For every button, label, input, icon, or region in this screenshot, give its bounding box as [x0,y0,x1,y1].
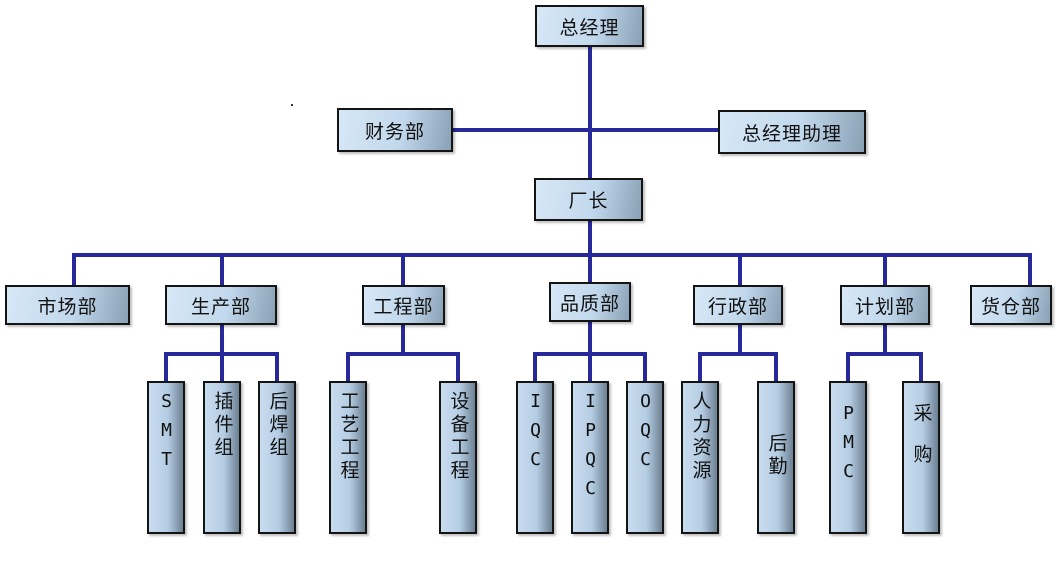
node-post-solder-label: 后焊组 [266,391,289,460]
node-planning[interactable]: 计划部 [840,285,930,325]
stray-dot [291,104,293,106]
node-logistics-label: 后勤 [765,433,788,479]
node-logistics[interactable]: 后勤 [757,381,795,534]
node-ipqc[interactable]: IPQC [571,381,609,534]
node-hr-label: 人力资源 [689,391,712,483]
node-purchasing-label: 采购 [910,403,933,485]
node-iqc[interactable]: IQC [516,381,554,534]
node-smt[interactable]: SMT [147,381,185,534]
node-smt-label: SMT [156,391,177,478]
node-oqc[interactable]: OQC [626,381,664,534]
node-equipment-engineering-label: 设备工程 [447,391,470,483]
node-finance[interactable]: 财务部 [337,108,453,152]
node-marketing[interactable]: 市场部 [5,285,130,325]
node-engineering[interactable]: 工程部 [362,285,445,325]
node-factory-director[interactable]: 厂长 [534,178,643,221]
node-ipqc-label: IPQC [580,391,601,507]
node-hr[interactable]: 人力资源 [681,381,719,534]
node-gm-assistant[interactable]: 总经理助理 [718,110,866,154]
node-insertion[interactable]: 插件组 [203,381,241,534]
node-pmc[interactable]: PMC [829,381,867,534]
node-oqc-label: OQC [635,391,656,478]
node-insertion-label: 插件组 [211,391,234,460]
node-admin[interactable]: 行政部 [693,285,783,325]
node-equipment-engineering[interactable]: 设备工程 [439,381,477,534]
node-iqc-label: IQC [525,391,546,478]
node-quality[interactable]: 品质部 [549,282,631,322]
node-post-solder[interactable]: 后焊组 [258,381,296,534]
node-process-engineering-label: 工艺工程 [337,391,360,483]
node-purchasing[interactable]: 采购 [902,381,940,534]
node-production[interactable]: 生产部 [165,285,277,325]
node-pmc-label: PMC [838,403,859,490]
node-warehouse[interactable]: 货仓部 [970,285,1052,325]
node-process-engineering[interactable]: 工艺工程 [329,381,367,534]
node-general-manager[interactable]: 总经理 [535,5,644,47]
